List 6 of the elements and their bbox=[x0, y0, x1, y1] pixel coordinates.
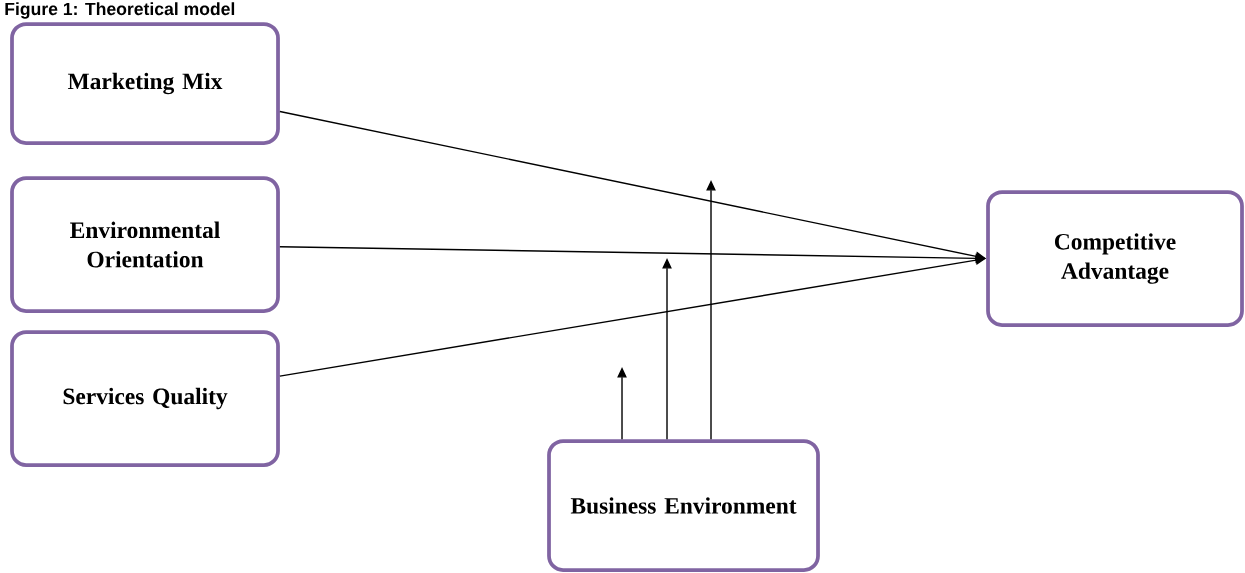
concept-box: Environmental Orientation bbox=[10, 176, 280, 313]
concept-box: Services Quality bbox=[10, 330, 280, 467]
concept-box: Business Environment bbox=[547, 439, 820, 572]
concept-box: Marketing Mix bbox=[10, 22, 280, 145]
figure-title: Figure 1: Theoretical model bbox=[5, 2, 235, 19]
concept-box: Competitive Advantage bbox=[986, 190, 1244, 327]
